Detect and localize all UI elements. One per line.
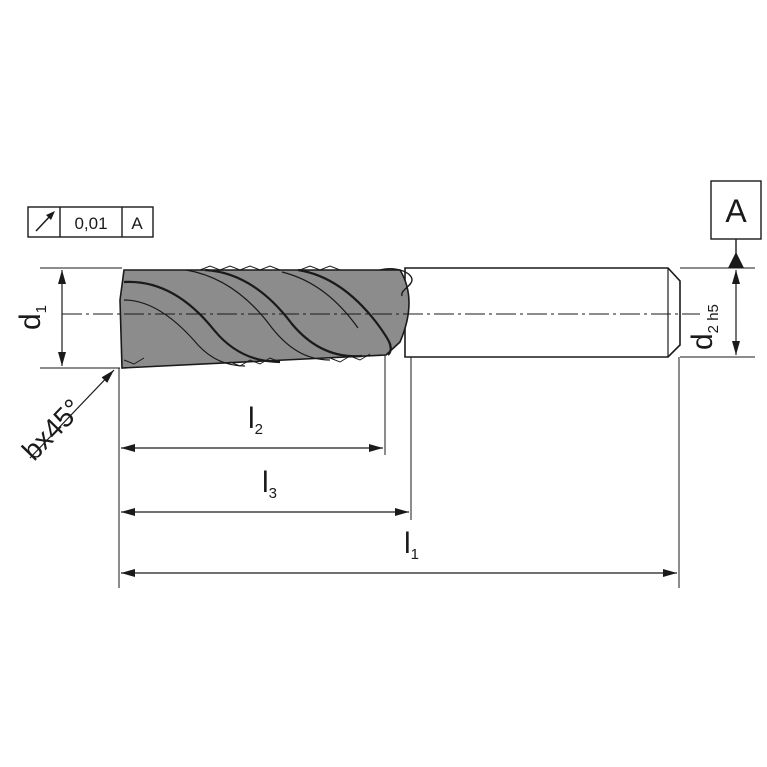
chamfer-label: bx45° — [16, 393, 88, 466]
l2-label: l2 — [248, 402, 263, 438]
chamfer-leader-line — [29, 369, 115, 459]
dimension-lines — [29, 270, 740, 577]
feature-control-frame: 0,01 A — [27, 206, 154, 238]
svg-text:d1: d1 — [14, 305, 50, 330]
d1-label: d1 — [14, 305, 50, 330]
d2-label: d2 h5 — [686, 304, 722, 350]
runout-tolerance: 0,01 — [74, 214, 107, 233]
datum-feature-symbol: A — [710, 180, 762, 268]
datum-letter: A — [725, 193, 747, 229]
svg-text:d2 h5: d2 h5 — [686, 304, 722, 350]
shank — [404, 267, 681, 358]
extension-lines — [40, 267, 755, 588]
l3-label: l3 — [262, 466, 277, 502]
fluted-cutting-section — [119, 265, 413, 369]
l1-label: l1 — [404, 527, 419, 563]
svg-text:bx45°: bx45° — [16, 393, 88, 466]
runout-arrow-icon — [35, 211, 55, 232]
datum-reference: A — [131, 214, 143, 233]
